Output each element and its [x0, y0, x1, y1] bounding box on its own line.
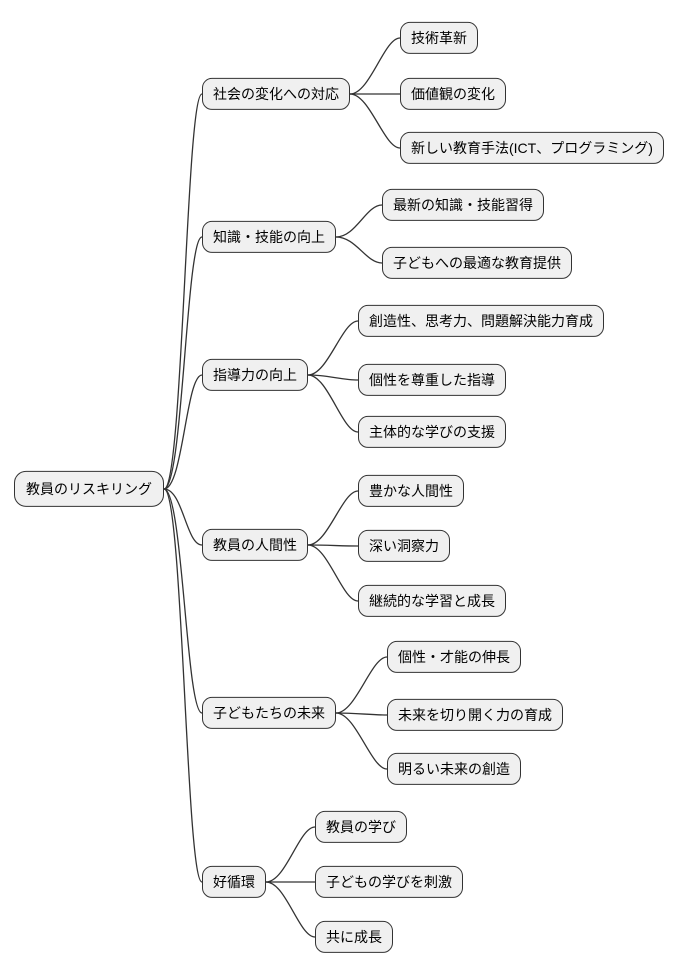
edge [307, 320, 359, 376]
edge [163, 488, 203, 714]
edge [349, 93, 401, 149]
leaf-node: 未来を切り開く力の育成 [387, 698, 563, 732]
edge [335, 712, 388, 716]
branch-node: 子どもたちの未来 [202, 696, 336, 730]
edge [163, 374, 203, 490]
leaf-node: 継続的な学習と成長 [358, 584, 506, 618]
edge [335, 204, 383, 238]
root-node: 教員のリスキリング [14, 470, 164, 508]
edge [307, 374, 359, 433]
leaf-node: 深い洞察力 [358, 529, 450, 563]
branch-node: 好循環 [202, 865, 266, 899]
branch-node: 知識・技能の向上 [202, 220, 336, 254]
leaf-node: 価値観の変化 [400, 77, 506, 111]
branch-node: 社会の変化への対応 [202, 77, 350, 111]
leaf-node: 新しい教育手法(ICT、プログラミング) [400, 131, 664, 165]
leaf-node: 豊かな人間性 [358, 474, 464, 508]
edge [265, 826, 316, 883]
edge [349, 37, 401, 95]
leaf-node: 創造性、思考力、問題解決能力育成 [358, 304, 604, 338]
edge [265, 881, 316, 938]
edge [335, 236, 383, 264]
leaf-node: 個性・才能の伸長 [387, 640, 521, 674]
edge [163, 488, 203, 546]
leaf-node: 共に成長 [315, 920, 393, 954]
edge [307, 374, 359, 381]
leaf-node: 最新の知識・技能習得 [382, 188, 544, 222]
branch-node: 教員の人間性 [202, 528, 308, 562]
leaf-node: 子どもの学びを刺激 [315, 865, 463, 899]
edge [307, 544, 359, 602]
leaf-node: 明るい未来の創造 [387, 752, 521, 786]
edge [163, 93, 203, 490]
edge [307, 544, 359, 547]
edge [335, 712, 388, 770]
leaf-node: 主体的な学びの支援 [358, 415, 506, 449]
leaf-node: 子どもへの最適な教育提供 [382, 246, 572, 280]
leaf-node: 技術革新 [400, 21, 478, 55]
leaf-node: 個性を尊重した指導 [358, 363, 506, 397]
edge [163, 488, 203, 883]
edge [335, 656, 388, 714]
leaf-node: 教員の学び [315, 810, 407, 844]
edge [307, 490, 359, 546]
edge [163, 236, 203, 490]
branch-node: 指導力の向上 [202, 358, 308, 392]
